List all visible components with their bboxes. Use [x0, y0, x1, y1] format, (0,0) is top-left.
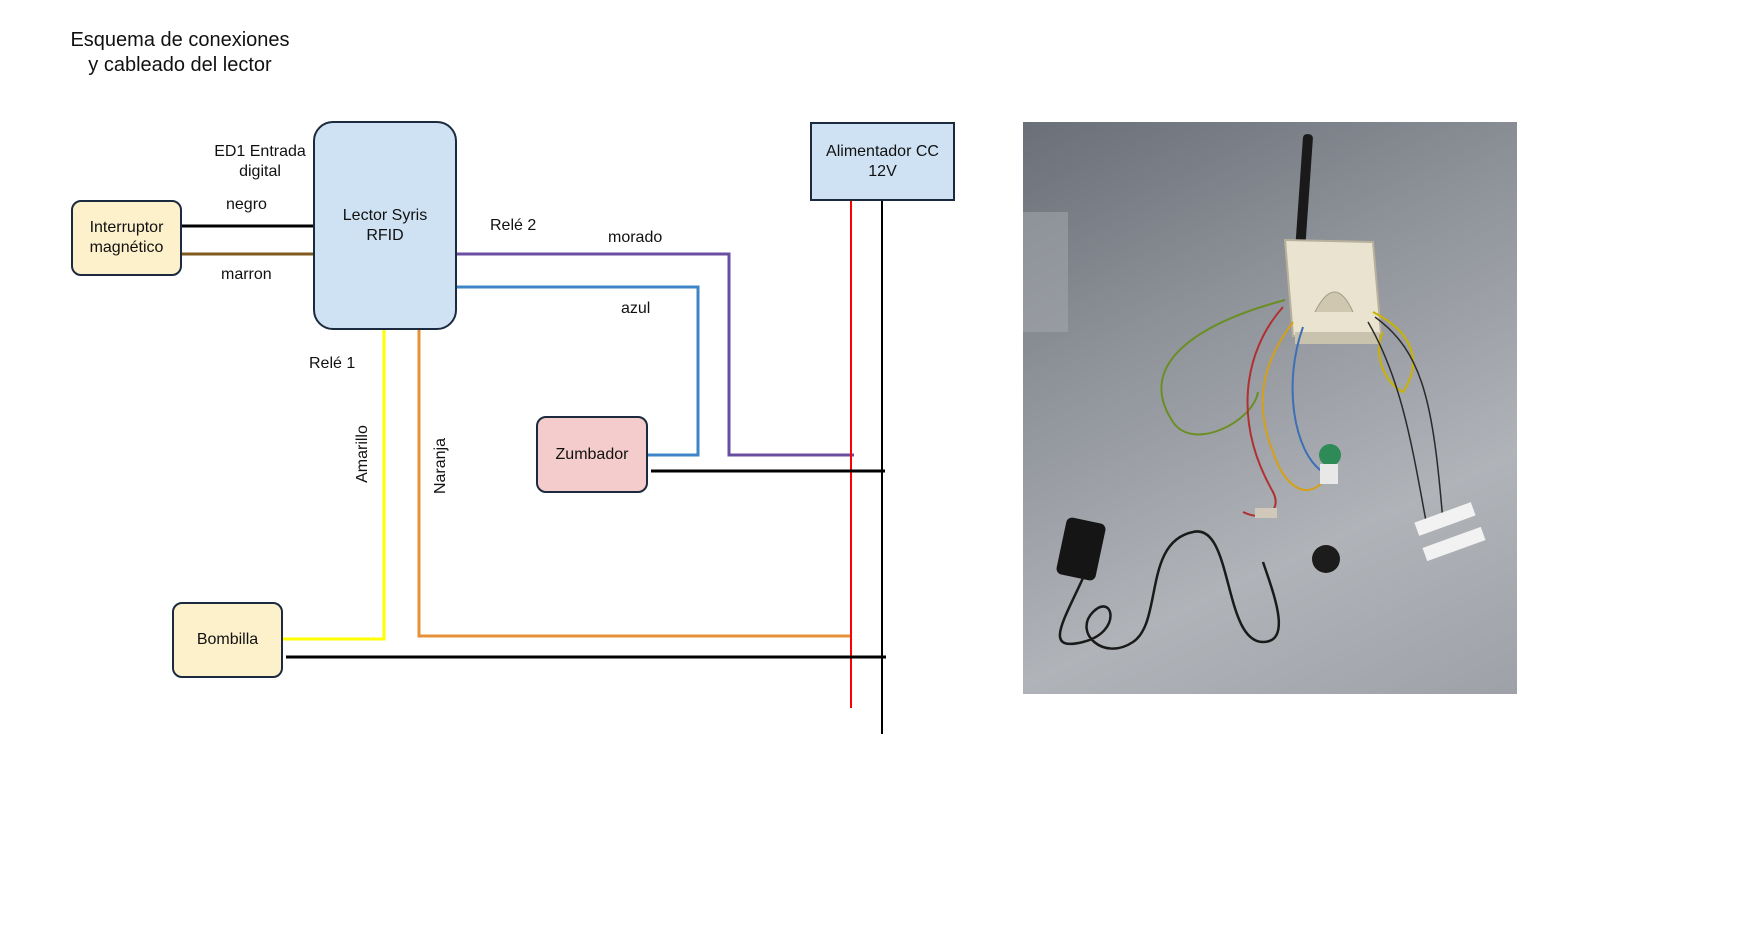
wire-azul: [456, 285, 700, 457]
zumbador-label: Zumbador: [555, 445, 629, 463]
naranja-label: Naranja: [432, 437, 449, 495]
diagram-title: Esquema de conexiones y cableado del lec…: [30, 28, 330, 78]
wire-naranja: [417, 330, 851, 638]
bombilla-box: Bombilla: [172, 602, 283, 678]
morado-label: morado: [608, 229, 663, 246]
ed1-label: ED1 Entrada digital: [214, 143, 306, 180]
amarillo-label: Amarillo: [354, 425, 371, 483]
wire-morado: [456, 252, 854, 457]
alimentador-label: Alimentador CC 12V: [826, 142, 939, 180]
interruptor-label: Interruptor magnético: [89, 219, 164, 256]
alimentador-box: Alimentador CC 12V: [810, 122, 955, 201]
rele1-label: Relé 1: [309, 355, 356, 372]
hardware-photo: [1023, 122, 1517, 694]
negro-label: negro: [226, 196, 267, 213]
lector-syris-box: Lector Syris RFID: [313, 121, 457, 330]
wire-amarillo: [283, 330, 386, 641]
title-line-2: y cableado del lector: [88, 54, 272, 76]
hardware-photo-illustration: [1023, 134, 1486, 650]
marron-label: marron: [221, 266, 272, 283]
title-line-1: Esquema de conexiones: [70, 29, 290, 51]
lector-label: Lector Syris RFID: [342, 206, 428, 244]
zumbador-box: Zumbador: [536, 416, 648, 493]
interruptor-magnetico-box: Interruptor magnético: [71, 200, 182, 276]
azul-label: azul: [621, 300, 651, 317]
bombilla-label: Bombilla: [196, 631, 259, 648]
rele2-label: Relé 2: [490, 217, 537, 234]
